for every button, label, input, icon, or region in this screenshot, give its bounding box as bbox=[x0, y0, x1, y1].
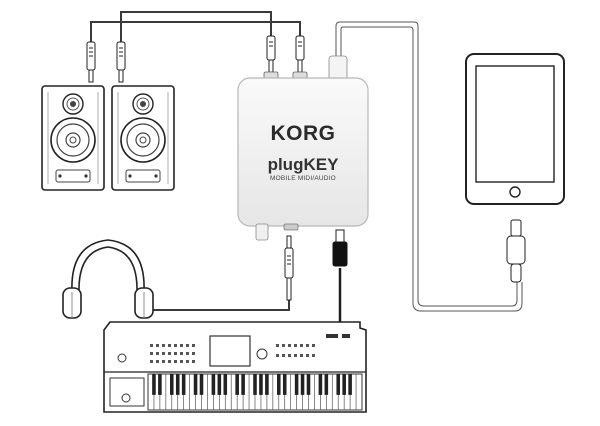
volume-knob bbox=[283, 223, 299, 231]
speaker-icon bbox=[111, 85, 175, 191]
black-key bbox=[158, 374, 162, 395]
black-key bbox=[235, 374, 239, 395]
keyboard-icon bbox=[103, 321, 367, 413]
black-key bbox=[336, 374, 341, 395]
black-key bbox=[169, 374, 174, 395]
black-key bbox=[223, 374, 228, 395]
black-key bbox=[217, 374, 222, 395]
black-key bbox=[175, 374, 180, 395]
device-body bbox=[237, 77, 369, 227]
black-key bbox=[300, 374, 305, 395]
black-key bbox=[276, 374, 281, 395]
audio-plug-icon bbox=[295, 35, 305, 73]
headphone-jack bbox=[255, 223, 269, 241]
headphones-icon bbox=[62, 239, 154, 319]
black-key bbox=[318, 374, 323, 395]
headphones bbox=[62, 239, 154, 319]
black-key bbox=[193, 374, 198, 395]
black-key bbox=[306, 374, 311, 395]
product-subtitle: MOBILE MIDI/AUDIO bbox=[270, 175, 336, 182]
tablet-cable bbox=[335, 21, 523, 312]
black-key bbox=[181, 374, 186, 395]
black-key bbox=[342, 374, 346, 395]
black-key bbox=[265, 374, 269, 395]
lightning-port bbox=[328, 55, 348, 81]
tablet-icon bbox=[465, 53, 565, 205]
cable-headphones bbox=[142, 300, 290, 311]
speaker-left bbox=[41, 85, 105, 191]
speaker-right bbox=[111, 85, 175, 191]
tablet bbox=[465, 53, 565, 205]
audio-plug-icon bbox=[86, 41, 96, 83]
brand-logo: KORG bbox=[271, 122, 336, 145]
black-key bbox=[348, 374, 352, 395]
black-keys bbox=[152, 374, 352, 395]
audio-plug-icon bbox=[116, 41, 126, 83]
black-key bbox=[324, 374, 329, 395]
product-name: plugKEY bbox=[268, 155, 339, 174]
black-key bbox=[253, 374, 257, 395]
black-key bbox=[211, 374, 216, 395]
speaker-icon bbox=[41, 85, 105, 191]
midi-plug-icon bbox=[332, 229, 348, 267]
audio-plug-icon bbox=[266, 35, 276, 73]
black-key bbox=[282, 374, 287, 395]
keyboard bbox=[103, 321, 367, 413]
black-key bbox=[199, 374, 204, 395]
black-key bbox=[241, 374, 245, 395]
plugkey-device: KORG plugKEY MOBILE MIDI/AUDIO bbox=[237, 55, 369, 241]
black-key bbox=[259, 374, 263, 395]
lightning-connector-icon bbox=[506, 219, 526, 283]
audio-plug-icon bbox=[284, 235, 294, 301]
black-key bbox=[294, 374, 299, 395]
black-key bbox=[152, 374, 156, 395]
